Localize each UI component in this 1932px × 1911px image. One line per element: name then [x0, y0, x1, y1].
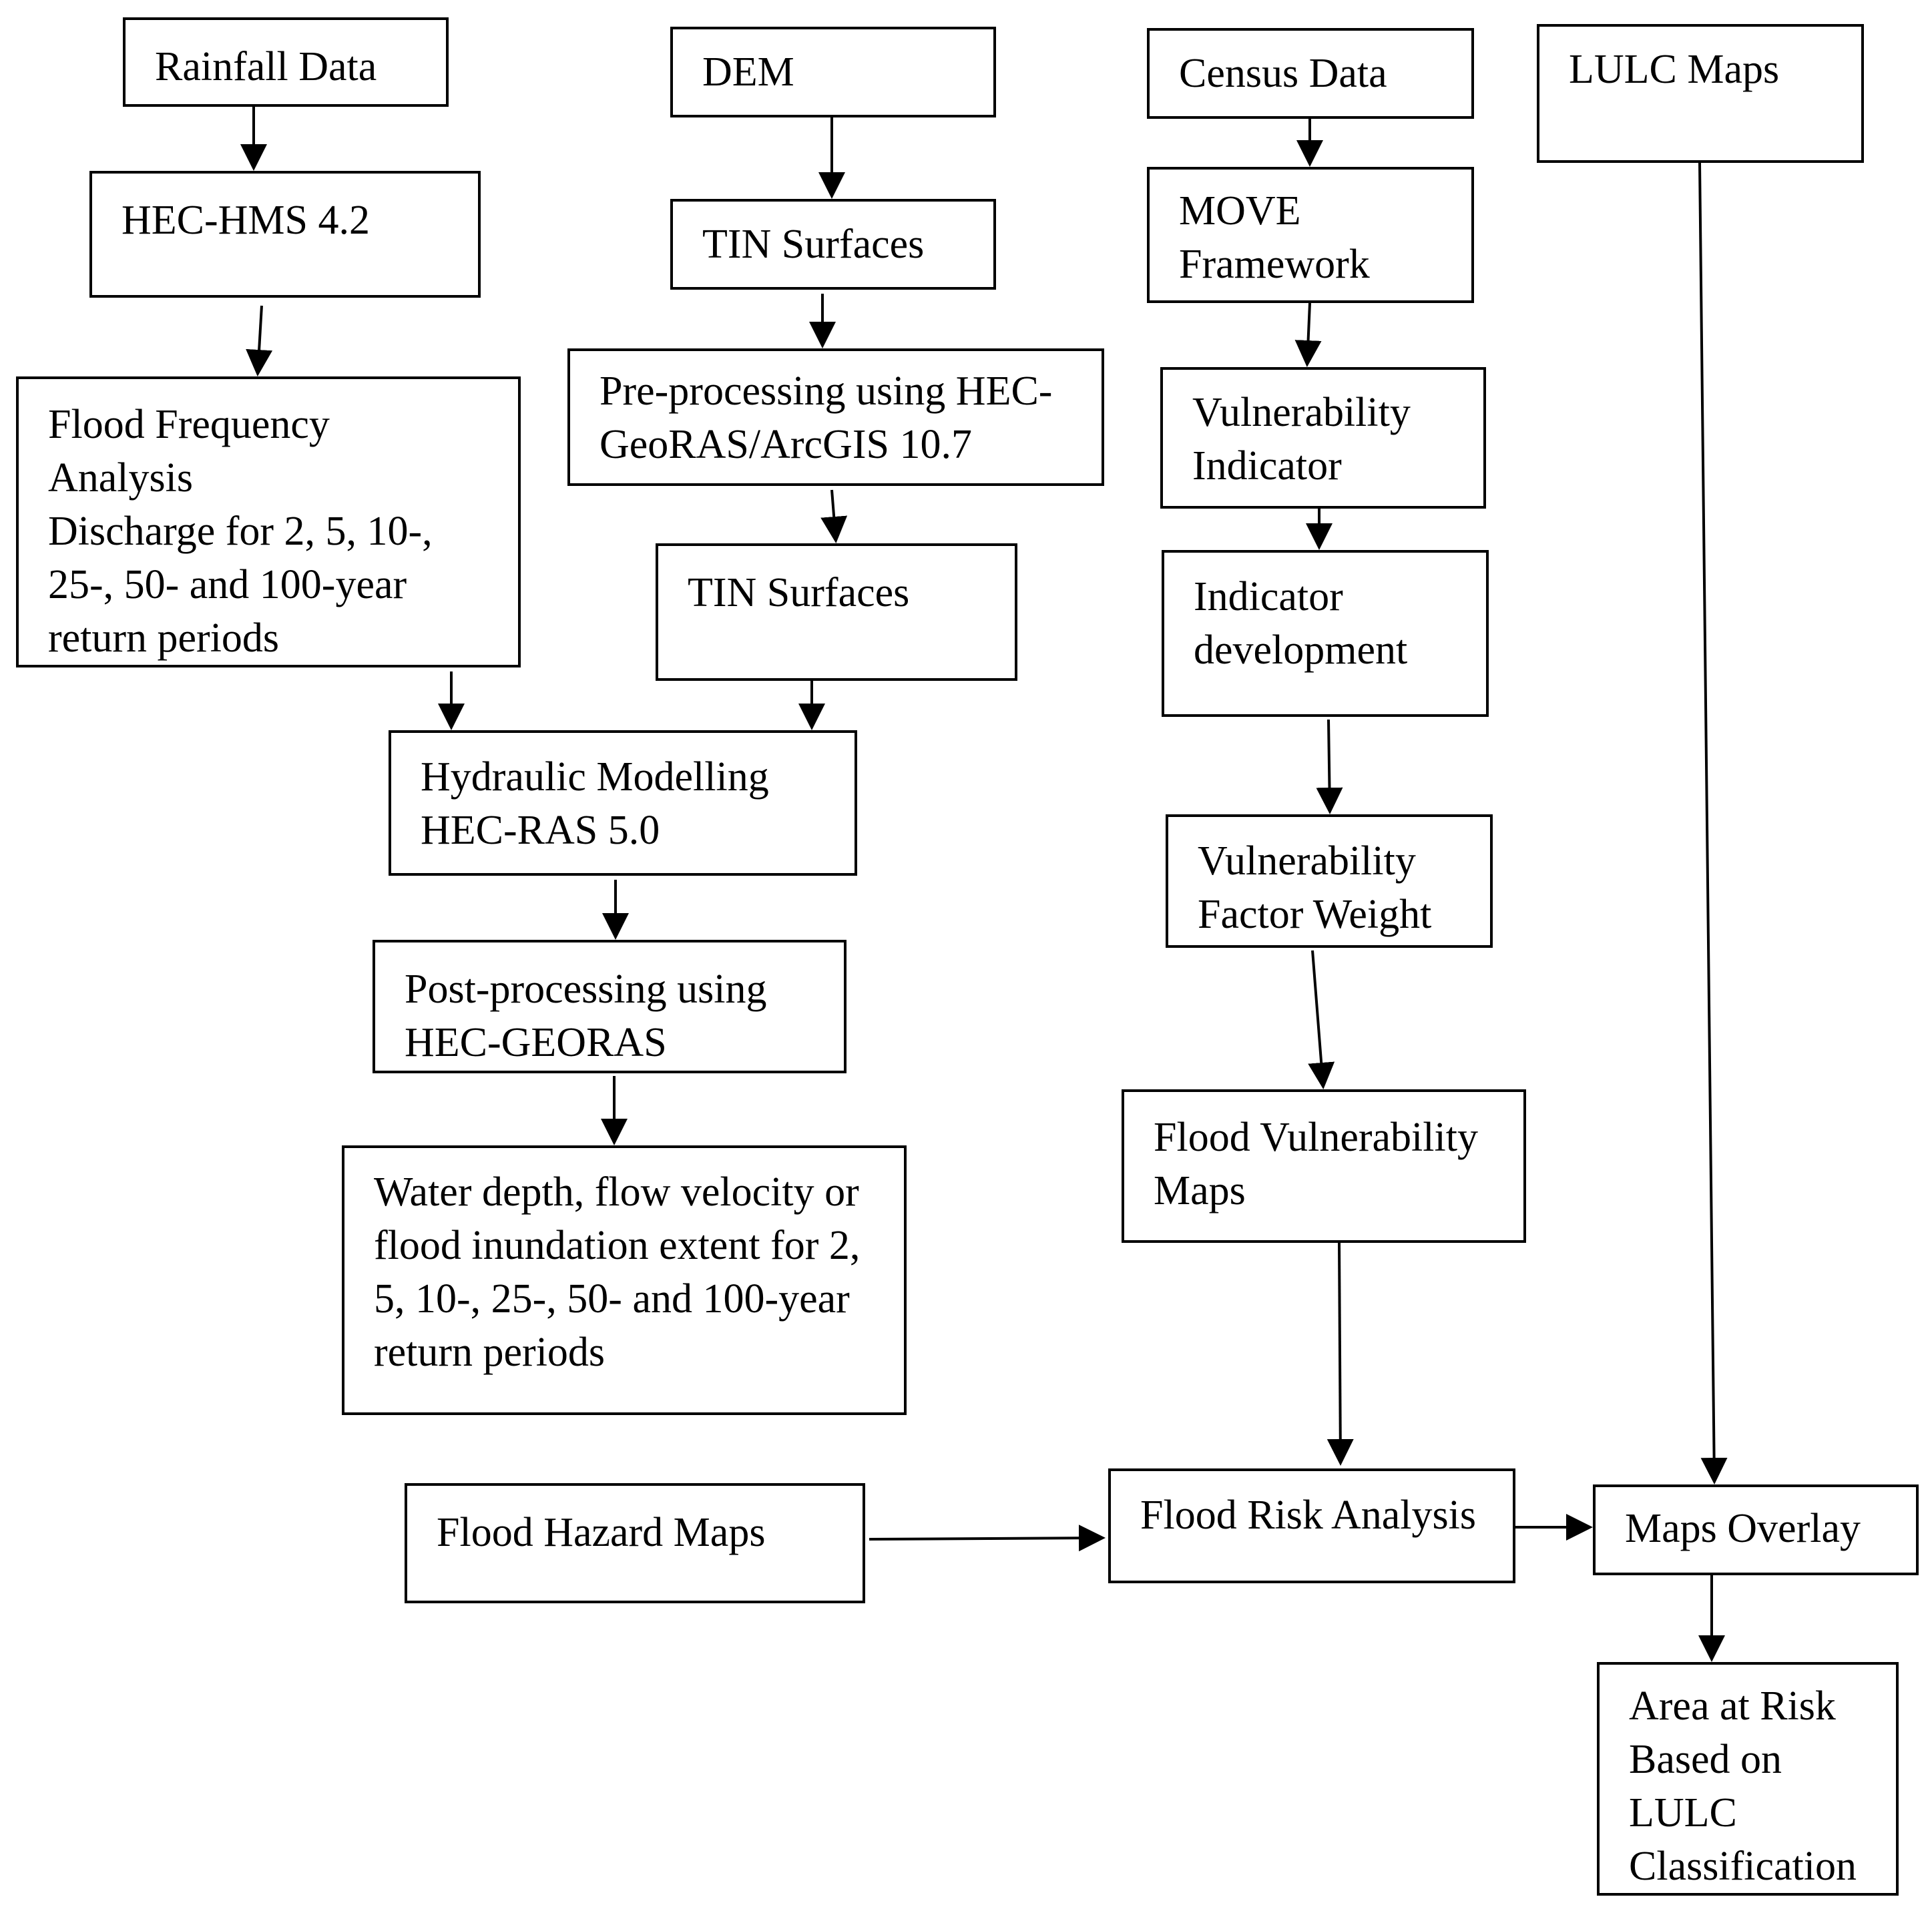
- water-label-line-2: 5, 10-, 25-, 50- and 100-year: [374, 1276, 850, 1322]
- arrow-fvm-to-riskanalysis: [1326, 1242, 1354, 1466]
- box-move-framework: MOVE Framework: [1147, 167, 1474, 303]
- hechms-label-line-0: HEC-HMS 4.2: [122, 198, 371, 243]
- tin2-label-line-0: TIN Surfaces: [688, 570, 910, 615]
- vfw-label-line-1: Factor Weight: [1198, 892, 1432, 937]
- box-maps-overlay: Maps Overlay: [1593, 1484, 1919, 1575]
- riskanalysis-label-line-0: Flood Risk Analysis: [1140, 1492, 1476, 1538]
- arrow-move-to-vulnind: [1294, 302, 1322, 367]
- water-label-line-0: Water depth, flow velocity or: [374, 1169, 859, 1215]
- box-tin-surfaces-2: TIN Surfaces: [656, 543, 1017, 681]
- ffa-label-line-4: return periods: [48, 615, 280, 661]
- rainfall-label-line-0: Rainfall Data: [155, 44, 377, 89]
- box-dem: DEM: [670, 27, 996, 117]
- preproc-label-line-1: GeoRAS/ArcGIS 10.7: [599, 422, 972, 467]
- lulc-label-line-0: LULC Maps: [1569, 47, 1780, 92]
- vulnind-label-line-0: Vulnerability: [1192, 390, 1411, 435]
- areaatrisk-label-line-0: Area at Risk: [1629, 1683, 1836, 1729]
- hazard-label-line-0: Flood Hazard Maps: [437, 1510, 766, 1555]
- vulnind-label-line-1: Indicator: [1192, 443, 1342, 489]
- ffa-label-line-3: 25-, 50- and 100-year: [48, 562, 407, 607]
- water-label-line-1: flood inundation extent for 2,: [374, 1223, 861, 1268]
- preproc-label-line-0: Pre-processing using HEC-: [599, 368, 1053, 414]
- hydraulic-label-line-0: Hydraulic Modelling: [421, 754, 769, 800]
- fvm-label-line-0: Flood Vulnerability: [1154, 1115, 1478, 1160]
- box-lulc-maps: LULC Maps: [1537, 24, 1864, 163]
- arrow-hechms-to-ffa: [246, 305, 273, 376]
- box-water-depth-results: Water depth, flow velocity or flood inund…: [342, 1145, 907, 1415]
- water-label-line-3: return periods: [374, 1330, 606, 1375]
- inddev-label-line-1: development: [1194, 627, 1408, 673]
- box-flood-risk-analysis: Flood Risk Analysis: [1108, 1468, 1515, 1583]
- census-label-line-0: Census Data: [1179, 51, 1387, 96]
- areaatrisk-label-line-1: Based on: [1629, 1737, 1782, 1782]
- fvm-label-line-1: Maps: [1154, 1168, 1246, 1213]
- hydraulic-label-line-1: HEC-RAS 5.0: [421, 808, 660, 853]
- arrow-inddev-to-vfw: [1316, 719, 1343, 814]
- ffa-label-line-1: Analysis: [48, 455, 193, 501]
- arrow-preproc-to-tin2: [820, 489, 848, 543]
- box-census-data: Census Data: [1147, 28, 1474, 119]
- box-rainfall-data: Rainfall Data: [123, 17, 449, 107]
- move-label-line-1: Framework: [1179, 242, 1370, 287]
- areaatrisk-label-line-3: Classification: [1629, 1844, 1857, 1889]
- arrow-vfw-to-fvm: [1308, 950, 1335, 1089]
- move-label-line-0: MOVE: [1179, 188, 1301, 234]
- overlay-label-line-0: Maps Overlay: [1625, 1506, 1861, 1551]
- tin1-label-line-0: TIN Surfaces: [702, 222, 925, 267]
- box-tin-surfaces-1: TIN Surfaces: [670, 199, 996, 290]
- box-indicator-development: Indicator development: [1162, 550, 1489, 717]
- box-pre-processing: Pre-processing using HEC- GeoRAS/ArcGIS 1…: [567, 348, 1104, 486]
- arrow-lulc-to-overlay: [1698, 162, 1728, 1484]
- areaatrisk-label-line-2: LULC: [1629, 1790, 1737, 1836]
- box-flood-hazard-maps: Flood Hazard Maps: [405, 1483, 865, 1603]
- postproc-label-line-1: HEC-GEORAS: [405, 1020, 667, 1065]
- ffa-label-line-0: Flood Frequency: [48, 402, 330, 447]
- vfw-label-line-0: Vulnerability: [1198, 838, 1416, 884]
- arrow-hazard-to-riskanalysis: [869, 1525, 1106, 1552]
- postproc-label-line-0: Post-processing using: [405, 967, 767, 1012]
- inddev-label-line-0: Indicator: [1194, 574, 1343, 619]
- box-hec-hms: HEC-HMS 4.2: [89, 171, 481, 298]
- dem-label-line-0: DEM: [702, 49, 794, 95]
- ffa-label-line-2: Discharge for 2, 5, 10-,: [48, 509, 433, 554]
